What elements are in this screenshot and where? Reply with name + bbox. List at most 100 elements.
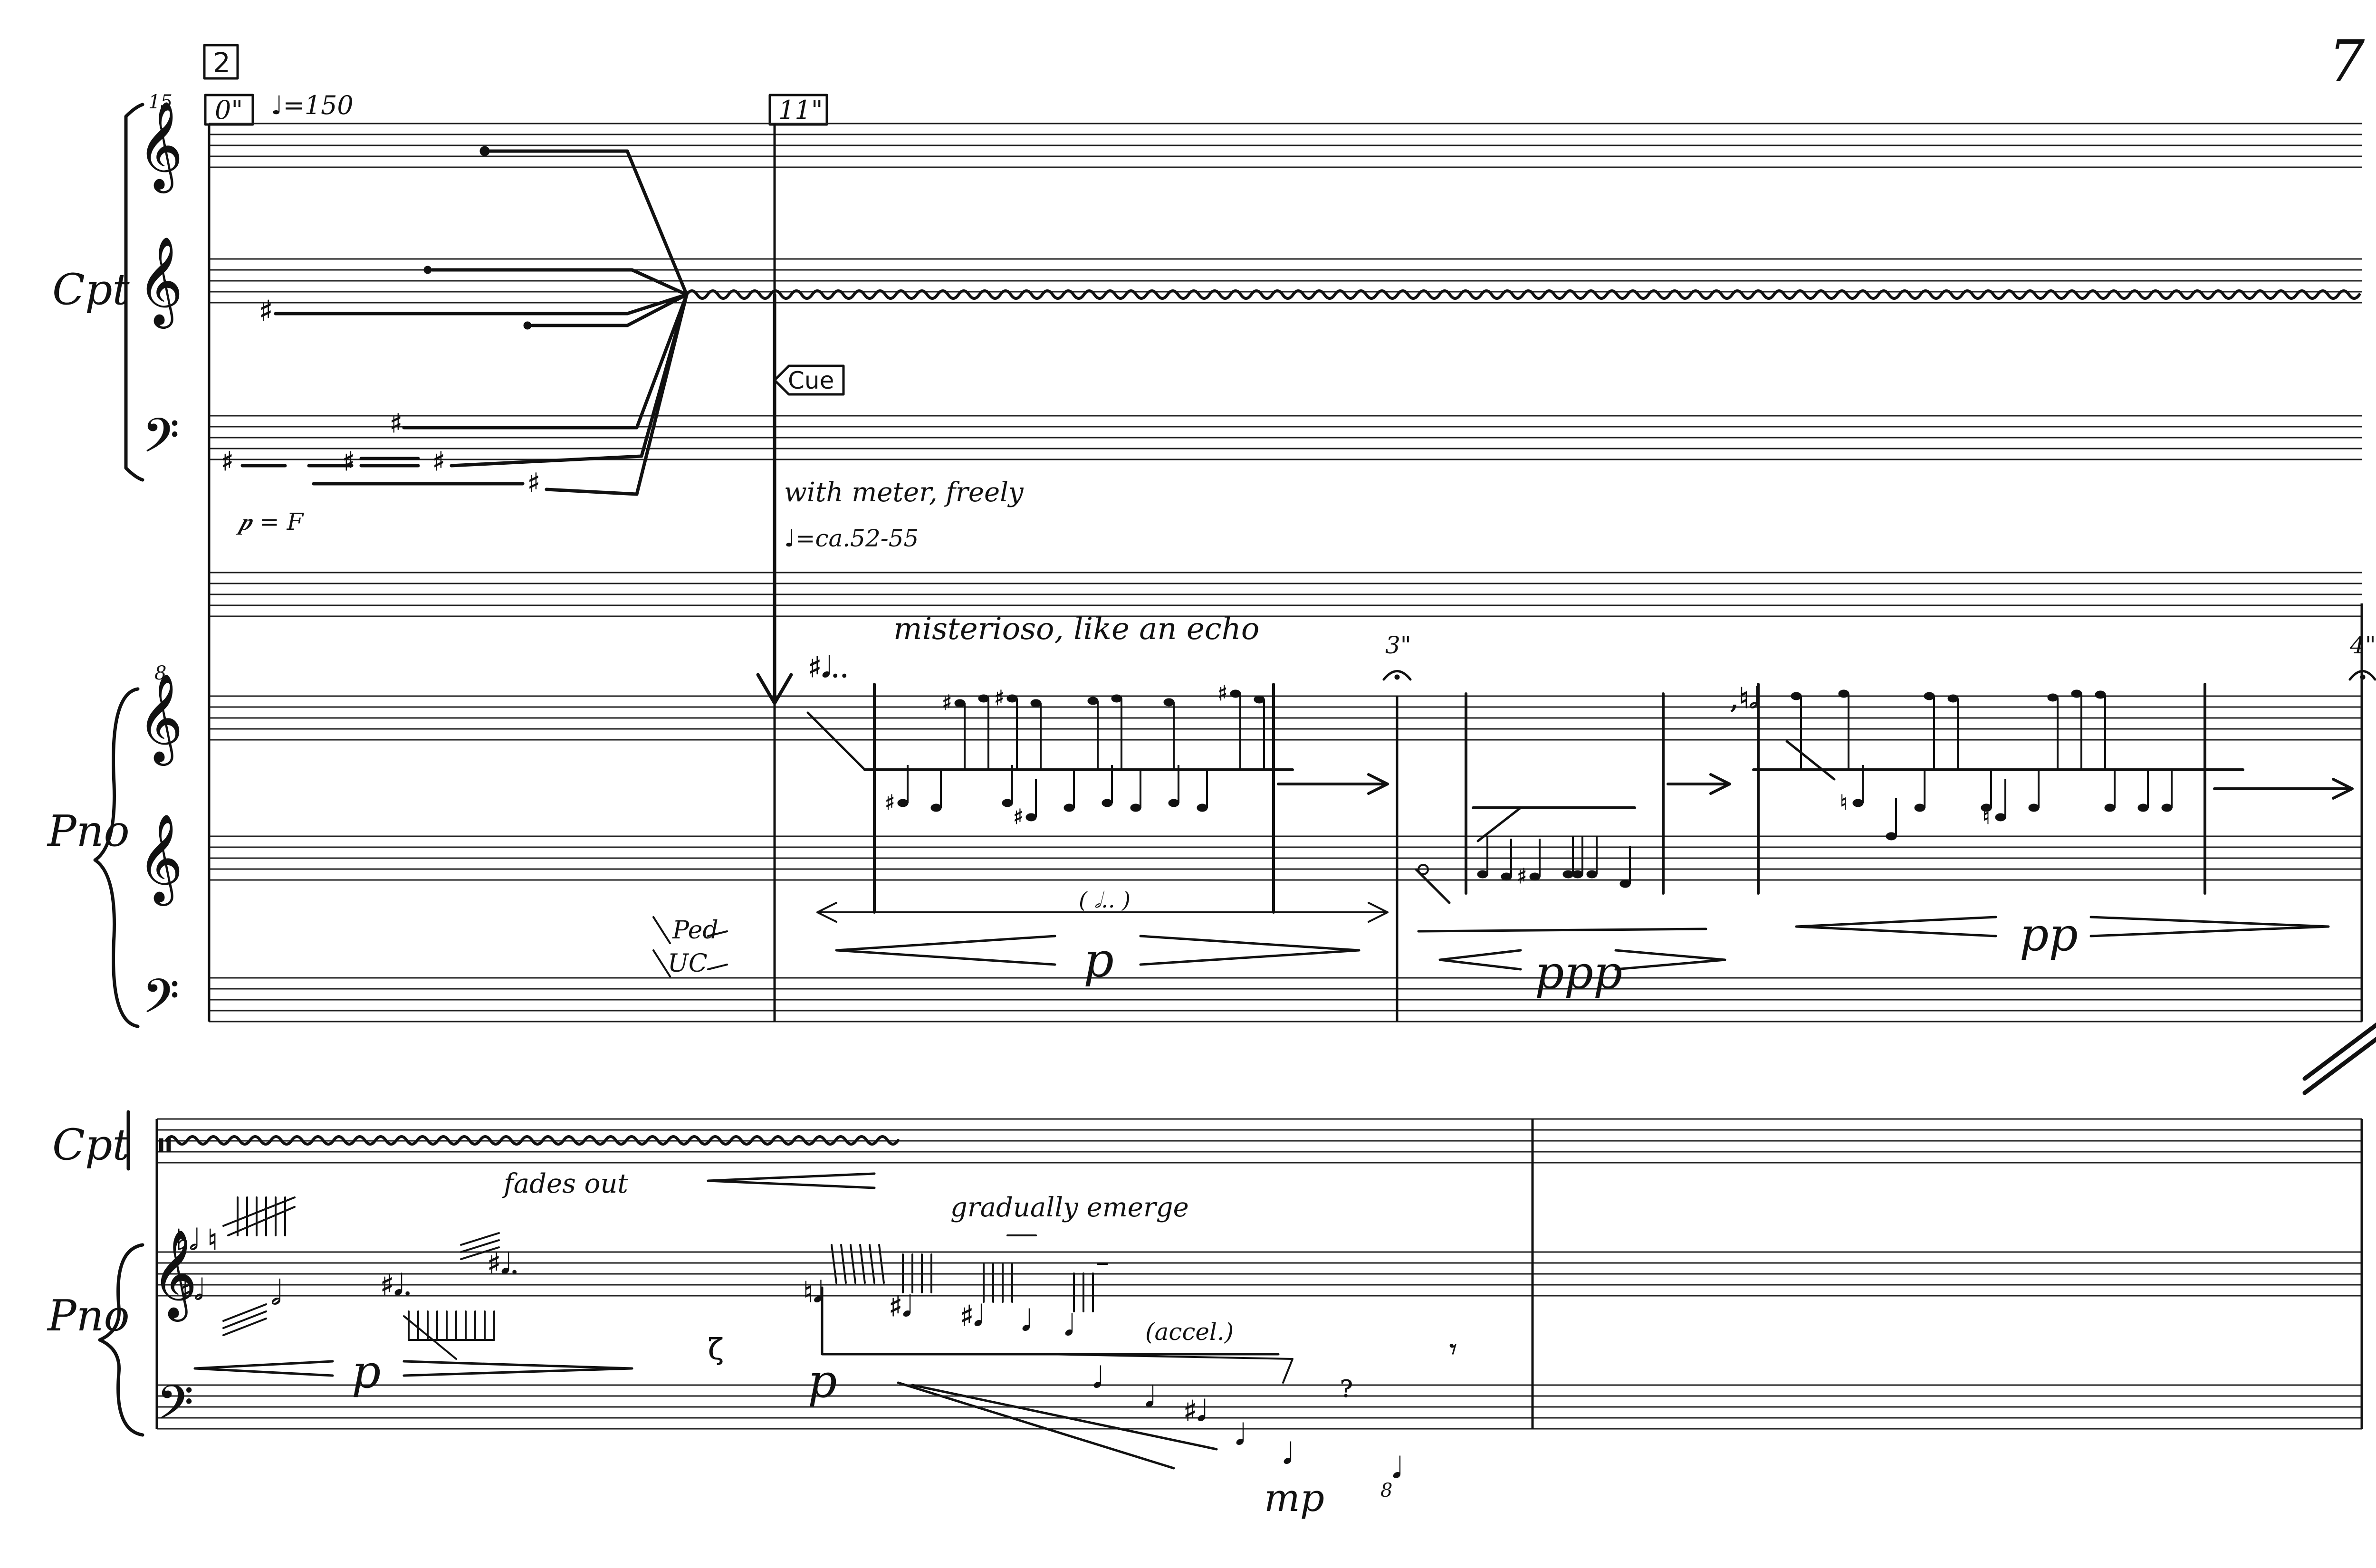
note-head — [1586, 870, 1598, 879]
dynamic-p: p — [1083, 932, 1114, 988]
pno-brace-s2 — [98, 1243, 144, 1437]
svg-text:𝅘𝅥: 𝅘𝅥 — [1064, 1309, 1073, 1342]
svg-text:♯𝅗𝅥: ♯𝅗𝅥 — [181, 1273, 203, 1307]
svg-text:♯𝅘𝅥.: ♯𝅘𝅥. — [487, 1247, 519, 1281]
expression-text: misterioso, like an echo — [893, 612, 1259, 647]
note-head — [1562, 870, 1574, 879]
svg-text:𝅘𝅥: 𝅘𝅥 — [1022, 1304, 1031, 1338]
svg-text:Ped: Ped — [672, 916, 719, 945]
system-separator — [2302, 1022, 2376, 1095]
svg-text:♮𝅘𝅥: ♮𝅘𝅥 — [803, 1276, 823, 1309]
octave-15-mark: 15 — [148, 91, 172, 113]
note-head — [1230, 689, 1241, 698]
accidental: ♯ — [994, 686, 1004, 710]
fades-out-hairpin — [707, 1172, 876, 1189]
note-head — [1886, 832, 1897, 841]
dynamic-forte-label: 𝆏 = F — [236, 508, 305, 535]
note-head — [2028, 803, 2040, 812]
gradually-emerge-text: gradually emerge — [950, 1192, 1189, 1223]
note-head — [1838, 689, 1849, 698]
hairpins-ppp — [1438, 949, 1726, 971]
note-head — [1924, 692, 1935, 700]
note-head — [1852, 799, 1864, 807]
treble-clef-s2: 𝄞 — [152, 1229, 197, 1322]
percussion-clef-s2: 𝄥 — [159, 1124, 171, 1168]
pno-staff-1 — [209, 695, 2362, 741]
fermata-1: 3" — [1382, 631, 1412, 681]
note-head — [1947, 694, 1959, 703]
svg-text:2: 2 — [213, 47, 230, 79]
piano-figure-1: ♯𝅘𝅥.. ♯♯♯♯♯ — [806, 651, 1389, 914]
accidental: ♮ — [1840, 791, 1848, 815]
note-head — [2137, 803, 2149, 812]
note-head — [1025, 813, 1037, 822]
svg-text:4": 4" — [2349, 631, 2376, 659]
svg-text:0": 0" — [215, 95, 243, 125]
note-head — [897, 799, 909, 807]
note-head — [1102, 799, 1113, 807]
treble-clef-4: 𝄞 — [138, 813, 183, 906]
note-head — [1168, 799, 1179, 807]
empty-staff — [209, 572, 2362, 617]
piano-s2-cluster-1: ♭𝅗𝅥 ♮ ♯𝅗𝅥 𝅗𝅥 ♯𝅘𝅥. ♯𝅘𝅥. — [176, 1196, 519, 1360]
note-head — [930, 803, 942, 812]
note-head — [1572, 870, 1583, 879]
page-number: 7 — [2328, 29, 2365, 95]
note-head — [1529, 872, 1541, 881]
pno-staff-s2-2 — [157, 1384, 2362, 1430]
note-head — [2071, 689, 2082, 698]
svg-text:♯𝅘𝅥: ♯𝅘𝅥 — [1183, 1395, 1206, 1428]
note-head — [1006, 694, 1018, 703]
instrument-label-pno: Pno — [47, 806, 130, 856]
note-head — [1087, 697, 1099, 705]
svg-text:𝅘𝅥: 𝅘𝅥 — [1283, 1437, 1292, 1471]
caesura-mark: ζ — [708, 1333, 724, 1366]
duration-bracket: ( 𝅗𝅥.. ) — [816, 887, 1389, 923]
note-head — [1197, 803, 1208, 812]
time-marker-cue: 11" — [768, 94, 828, 126]
svg-text:𝅗𝅥: 𝅗𝅥 — [271, 1273, 281, 1312]
svg-text:𝅘𝅥: 𝅘𝅥 — [1093, 1361, 1102, 1395]
instrument-label-cpt: Cpt — [52, 265, 130, 315]
fermata-2: 4" — [2348, 631, 2376, 681]
octave-bottom-mark: 8 — [1380, 1480, 1392, 1501]
note-head — [1163, 698, 1175, 707]
pno-staff-2 — [209, 835, 2362, 881]
accidental: ♯ — [1217, 681, 1227, 706]
piano-s2-figure-2: ♮𝅘𝅥 ♯𝅘𝅥 ♯𝅘𝅥 𝅘𝅥 𝅘𝅥 — [803, 1234, 1293, 1384]
svg-text:♯𝅘𝅥: ♯𝅘𝅥 — [889, 1290, 911, 1323]
svg-text:( 𝅗𝅥.. ): ( 𝅗𝅥.. ) — [1079, 887, 1131, 913]
svg-text:11": 11" — [778, 95, 823, 125]
note-head — [1254, 695, 1265, 704]
hairpins-p — [835, 935, 1360, 966]
instrument-label-pno-2: Pno — [47, 1291, 130, 1341]
rehearsal-mark: 2 — [203, 44, 239, 80]
svg-text:♯: ♯ — [221, 446, 234, 477]
piano-s2-hairpins-1 — [193, 1360, 633, 1377]
piano-s2-descent: 𝅘𝅥 𝅘𝅥 ♯𝅘𝅥 𝅘𝅥 𝅘𝅥 𝅘𝅥 ? 𝄾 — [897, 1333, 1457, 1485]
accidental: ♮ — [1983, 805, 1990, 829]
svg-text:♯𝅘𝅥..: ♯𝅘𝅥.. — [808, 651, 849, 684]
svg-text:3": 3" — [1385, 631, 1411, 659]
note-head — [1995, 813, 2006, 822]
cue-arrow — [756, 293, 793, 705]
cpt-trill-line — [685, 289, 2361, 300]
hairpins-pp — [1795, 916, 2330, 937]
tempo-marking: ♩=150 — [271, 90, 354, 120]
pno-brace — [93, 687, 140, 1028]
cpt-trill-line-s2 — [165, 1135, 900, 1146]
dynamic-p-s2-1: p — [352, 1345, 381, 1398]
time-marker-start: 0" — [204, 94, 254, 126]
svg-text:,♮𝅗𝅥: ,♮𝅗𝅥 — [1730, 682, 1758, 715]
dynamic-p-s2-2: p — [808, 1355, 837, 1408]
cpt-staff-s2 — [157, 1118, 2362, 1164]
svg-text:𝅘𝅥: 𝅘𝅥 — [1145, 1380, 1154, 1414]
pno-staff-s2-1 — [157, 1251, 2362, 1297]
bass-clef-2: 𝄢 — [143, 969, 179, 1035]
svg-text:Cue: Cue — [788, 367, 834, 394]
note-head — [1111, 694, 1122, 703]
note-head — [2161, 803, 2173, 812]
note-head — [1619, 880, 1631, 888]
svg-text:♯: ♯ — [527, 468, 540, 498]
svg-text:?: ? — [1340, 1375, 1353, 1403]
